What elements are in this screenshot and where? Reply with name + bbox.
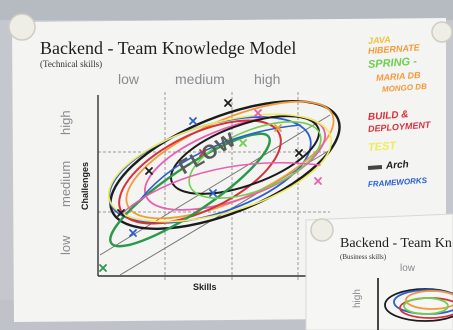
y-level-medium: medium xyxy=(58,160,73,207)
x-markers xyxy=(99,99,322,272)
x-axis-title: Skills xyxy=(193,282,217,292)
second-poster-y-level-high: high xyxy=(352,289,363,308)
legend-item-test: TEST xyxy=(367,140,397,154)
legend-item-arch: Arch xyxy=(385,159,410,172)
pin-top-right xyxy=(431,21,453,43)
x-level-high: high xyxy=(254,71,281,87)
x-level-low: low xyxy=(118,71,140,87)
x-level-medium: medium xyxy=(175,71,225,87)
y-axis-title: Challenges xyxy=(80,161,90,210)
second-poster-x-level-low: low xyxy=(400,263,416,274)
second-poster-sheet xyxy=(305,213,453,330)
main-poster-title: Backend - Team Knowledge Model xyxy=(40,38,297,58)
second-poster-subtitle: (Business skills) xyxy=(340,253,387,261)
pin-second-poster xyxy=(310,218,334,242)
second-poster-title: Backend - Team Kn xyxy=(340,236,452,251)
y-level-high: high xyxy=(58,110,73,135)
arch-swatch xyxy=(367,164,383,170)
axes xyxy=(97,95,330,277)
hand-drawn-loops xyxy=(107,100,341,248)
y-level-low: low xyxy=(58,235,73,255)
main-poster-subtitle: (Technical skills) xyxy=(40,59,103,69)
pin-top-left xyxy=(8,13,36,41)
second-poster-drawing xyxy=(377,278,453,330)
